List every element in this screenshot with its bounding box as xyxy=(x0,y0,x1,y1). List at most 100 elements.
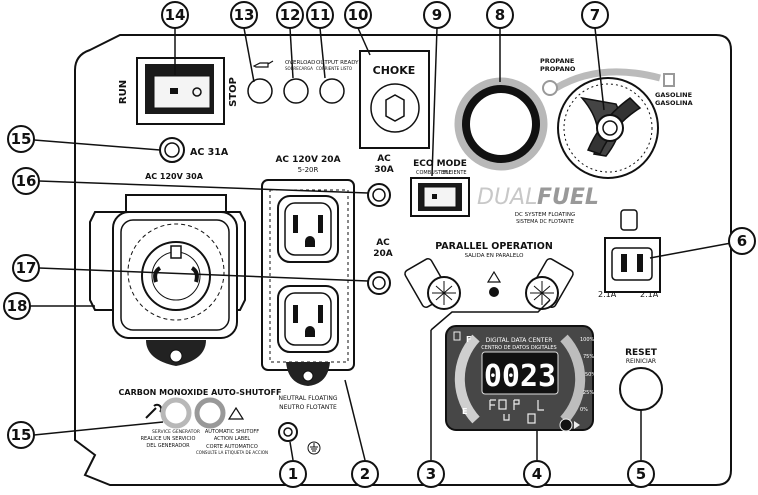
automatic-shutoff-light xyxy=(194,397,226,429)
callout-14: 14 xyxy=(161,1,189,29)
svg-text:13: 13 xyxy=(234,6,255,24)
callout-13: 13 xyxy=(230,1,258,29)
brand-dual: DUAL xyxy=(477,185,537,210)
locking-outlet-30a[interactable] xyxy=(89,194,246,366)
dc-floating-label: DC SYSTEM FLOATING xyxy=(515,212,575,218)
gasoline-icon xyxy=(663,73,675,87)
fuel-empty-mark: E xyxy=(462,407,467,416)
breaker-31a-label: AC 31A xyxy=(190,147,229,158)
svg-text:7: 7 xyxy=(590,6,600,24)
ground-terminal[interactable] xyxy=(278,422,298,442)
service-generator-label-es-2: DEL GENERADOR xyxy=(146,443,190,449)
parallel-subtitle: SALIDA EN PARALELO xyxy=(465,253,525,259)
load-scale-50: 50% xyxy=(585,372,596,378)
co-auto-shutoff-title: CARBON MONOXIDE AUTO-SHUTOFF xyxy=(119,388,282,397)
breaker-30a[interactable] xyxy=(367,183,391,207)
propane-icon xyxy=(542,80,558,96)
svg-text:15: 15 xyxy=(11,130,32,148)
callout-2: 2 xyxy=(351,460,379,488)
panel-outline xyxy=(74,34,732,486)
load-scale-0: 0% xyxy=(580,407,588,413)
breaker-20a-label-line2: 20A xyxy=(373,249,393,259)
fuel-selector-arc xyxy=(554,68,661,92)
data-center-title: DIGITAL DATA CENTER xyxy=(486,337,553,344)
svg-text:8: 8 xyxy=(495,6,505,24)
gasoline-label: GASOLINE xyxy=(655,91,692,99)
breaker-31a[interactable] xyxy=(159,137,185,163)
eco-mode-label: ECO MODE xyxy=(413,159,467,169)
callout-17: 17 xyxy=(12,254,40,282)
callout-18: 18 xyxy=(3,292,31,320)
fuel-window-ring xyxy=(454,77,548,171)
reset-button[interactable] xyxy=(619,367,663,411)
breaker-20a[interactable] xyxy=(367,271,391,295)
locking-outlet-label: AC 120V 30A xyxy=(145,172,204,181)
shock-icon xyxy=(489,287,499,297)
oil-indicator-light xyxy=(247,78,273,104)
choke-knob-box[interactable] xyxy=(359,50,430,149)
callout-leaders xyxy=(30,27,743,461)
oil-can-icon xyxy=(252,60,274,68)
dc-outlet[interactable] xyxy=(604,209,661,293)
overload-label: OVERLOAD xyxy=(285,60,315,66)
callout-5: 5 xyxy=(627,460,655,488)
warning-icon xyxy=(486,270,502,283)
callout-10: 10 xyxy=(344,1,372,29)
load-scale-25: 25% xyxy=(583,390,594,396)
overload-indicator-light xyxy=(283,78,309,104)
gasoline-label-es: GASOLINA xyxy=(655,99,693,107)
output-ready-label-es: CORRIENTE LISTO xyxy=(316,66,352,71)
service-generator-light xyxy=(160,397,192,429)
callout-3: 3 xyxy=(417,460,445,488)
callout-7: 7 xyxy=(581,1,609,29)
service-generator-label-es-1: REALICE UN SERVICIO xyxy=(141,436,196,442)
run-stop-switch[interactable] xyxy=(136,57,225,125)
stop-label: STOP xyxy=(228,77,239,107)
reset-label: RESET xyxy=(625,348,658,358)
data-center-title-es: CENTRO DE DATOS DIGITALES xyxy=(481,345,556,351)
duplex-outlet-label: AC 120V 20A xyxy=(275,155,340,165)
ground-icon xyxy=(307,441,321,455)
callout-1: 1 xyxy=(279,460,307,488)
callout-9: 9 xyxy=(423,1,451,29)
parallel-port-left[interactable] xyxy=(404,257,461,310)
svg-text:12: 12 xyxy=(280,6,301,24)
eco-mode-sub-right: EFICIENTE xyxy=(441,170,467,176)
svg-text:16: 16 xyxy=(16,172,37,190)
output-ready-label: OUTPUT READY xyxy=(316,60,359,66)
automatic-shutoff-label-1: AUTOMATIC SHUTOFF xyxy=(205,429,259,435)
digital-data-center xyxy=(445,325,594,432)
automatic-shutoff-label-es-2: CONSULTE LA ETIQUETA DE ACCION xyxy=(196,450,268,455)
duplex-outlet-sublabel: 5-20R xyxy=(298,166,319,174)
load-scale-100: 100% xyxy=(580,337,595,343)
load-scale-75: 75% xyxy=(583,354,594,360)
parallel-title: PARALLEL OPERATION xyxy=(435,241,553,252)
fuel-selector-knob[interactable] xyxy=(557,77,659,179)
callout-16: 16 xyxy=(12,167,40,195)
output-ready-indicator-light xyxy=(319,78,345,104)
svg-text:11: 11 xyxy=(310,6,331,24)
parallel-port-right[interactable] xyxy=(525,257,574,310)
svg-text:14: 14 xyxy=(165,6,186,24)
svg-text:4: 4 xyxy=(532,465,542,483)
svg-text:9: 9 xyxy=(432,6,442,24)
svg-text:18: 18 xyxy=(7,297,28,315)
eco-mode-sub-left: COMBUSTIBLE xyxy=(416,170,452,176)
svg-text:6: 6 xyxy=(737,232,747,250)
svg-text:5: 5 xyxy=(636,465,646,483)
callout-8: 8 xyxy=(486,1,514,29)
fuel-full-mark: F xyxy=(466,335,471,344)
duplex-outlet-20a[interactable] xyxy=(261,179,355,386)
neutral-floating-label: NEUTRAL FLOATING xyxy=(278,395,337,402)
eco-mode-switch[interactable] xyxy=(410,177,470,217)
automatic-shutoff-label-es-1: CORTE AUTOMATICO xyxy=(206,444,258,450)
breaker-30a-label-line1: AC xyxy=(377,154,391,164)
breaker-30a-label-line2: 30A xyxy=(374,165,394,175)
lcd-readout: 0023 xyxy=(484,359,556,394)
callout-15-bottom: 15 xyxy=(7,421,35,449)
lcd-mode-icons xyxy=(489,399,544,424)
svg-text:1: 1 xyxy=(288,465,298,483)
breaker-20a-label-line1: AC xyxy=(376,238,390,248)
dc-outlet-right-rating: 2.1A xyxy=(640,290,659,299)
